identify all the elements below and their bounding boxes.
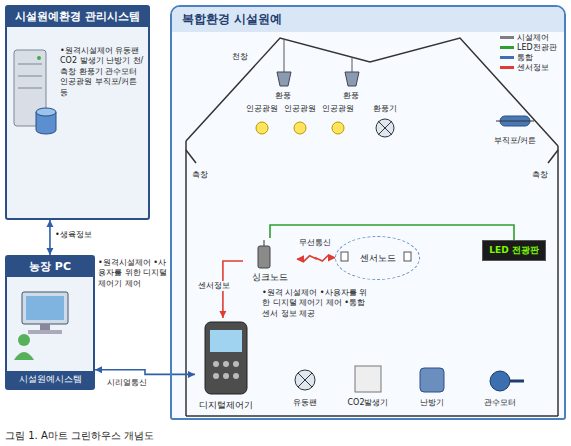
node-label: 부직포/커튼 <box>494 136 537 146</box>
legend-swatch <box>500 56 514 59</box>
legend-text: 센서정보 <box>517 62 549 73</box>
legend-item: LED전광판 <box>500 42 557 52</box>
node-label: 인공광원 <box>284 104 316 114</box>
sink-node: 싱크노드 <box>243 238 297 284</box>
box-title: 시설원예환경 관리시스템 <box>7 7 148 27</box>
device-node: 난방기 <box>420 398 444 408</box>
sink-node-icon <box>258 240 270 268</box>
annotation: 환풍 <box>275 91 291 101</box>
edge-label: 무선통신 <box>298 238 332 248</box>
edge-label: 시리얼통신 <box>106 378 148 388</box>
annotation: •원격시설제어 •사용자를 위한 디지털 제어기 제어 <box>98 258 168 289</box>
server-icon <box>14 50 56 134</box>
node-label: 환풍기 <box>373 104 397 114</box>
device-node: CO2발생기 <box>348 398 389 408</box>
arrow-head <box>95 366 102 373</box>
connector-line <box>95 370 195 375</box>
device-node: 관수모터 <box>484 398 516 408</box>
sensor-cloud: 센서노드 <box>335 236 420 280</box>
node-label: 인공광원 <box>246 104 278 114</box>
connector-line <box>297 255 335 262</box>
fan-node: 환풍기 <box>373 104 397 114</box>
arrow-head <box>297 255 304 262</box>
region-ground <box>170 5 566 420</box>
node-label: CO2발생기 <box>348 398 389 408</box>
legend-swatch <box>500 36 514 39</box>
caption: 그림 1. A마트 그린하우스 개념도 <box>5 429 154 443</box>
roof-fan <box>277 39 359 86</box>
annotation: 천창 <box>232 52 248 62</box>
node-label: 관수모터 <box>484 398 516 408</box>
floor-device-icon <box>295 366 524 392</box>
led-sign: LED 전광판 <box>482 240 546 261</box>
annotation: 측창 <box>192 170 208 180</box>
arrow-head <box>46 220 53 227</box>
lamp-node: 인공광원 <box>246 104 278 114</box>
arrow-head <box>219 311 226 318</box>
legend-item: 센서정보 <box>500 62 557 72</box>
box-title: 농장 PC <box>7 257 93 277</box>
arrow-head <box>188 371 195 378</box>
connector <box>46 220 53 255</box>
connector <box>297 255 335 263</box>
node-label: LED 전광판 <box>489 244 539 257</box>
connector <box>95 366 195 378</box>
legend: 시설제어LED전광판통합센서정보 <box>500 32 557 72</box>
pc-icon <box>14 292 68 360</box>
node-label: 난방기 <box>420 398 444 408</box>
node-label: 디지털제어기 <box>199 400 253 412</box>
device-node: 유동팬 <box>293 398 317 408</box>
node-label: 센서노드 <box>360 252 396 265</box>
arrow-head <box>328 255 335 262</box>
lamp-node: 인공광원 <box>322 104 354 114</box>
curtain-icon <box>496 116 534 126</box>
pc-box: 농장 PC 시설원예시스템 <box>5 255 95 390</box>
box-footer: 시설원예시스템 <box>7 371 93 388</box>
node-label: 인공광원 <box>322 104 354 114</box>
edge-label: 센서정보 <box>197 281 231 291</box>
annotation: •원격 시설제어 •사용자를 위한 디지털 제어기 제어 •통합센서 정보 제공 <box>262 288 372 319</box>
controller-node: 디지털제어기 <box>195 318 257 412</box>
lamp-icon <box>256 122 344 134</box>
node-label: 유동팬 <box>293 398 317 408</box>
box-title: 복합환경 시설원예 <box>172 7 564 32</box>
curtain-node: 부직포/커튼 <box>494 136 537 146</box>
box-ground <box>5 255 95 390</box>
lamp-node: 인공광원 <box>284 104 316 114</box>
legend-text: 시설제어 <box>517 32 549 43</box>
greenhouse-frame <box>186 38 558 416</box>
annotation: •원격시설제어 유동팬 CO2 발생기 난방기 천/측창 환풍기 관수모터 인공… <box>60 46 146 98</box>
legend-text: LED전광판 <box>517 42 557 53</box>
legend-item: 통합 <box>500 52 557 62</box>
annotation: 환풍 <box>343 91 359 101</box>
system-box: 시설원예환경 관리시스템 <box>5 5 150 220</box>
box-ground <box>5 5 150 220</box>
legend-item: 시설제어 <box>500 32 557 42</box>
node-label: 싱크노드 <box>252 272 288 284</box>
arrow-head <box>46 248 53 255</box>
controller-icon <box>205 322 247 394</box>
legend-text: 통합 <box>517 52 533 63</box>
edge-label: •생육정보 <box>54 230 93 240</box>
annotation: 측창 <box>532 170 548 180</box>
fan-icon <box>376 119 394 137</box>
legend-swatch <box>500 46 514 49</box>
legend-swatch <box>500 66 514 69</box>
